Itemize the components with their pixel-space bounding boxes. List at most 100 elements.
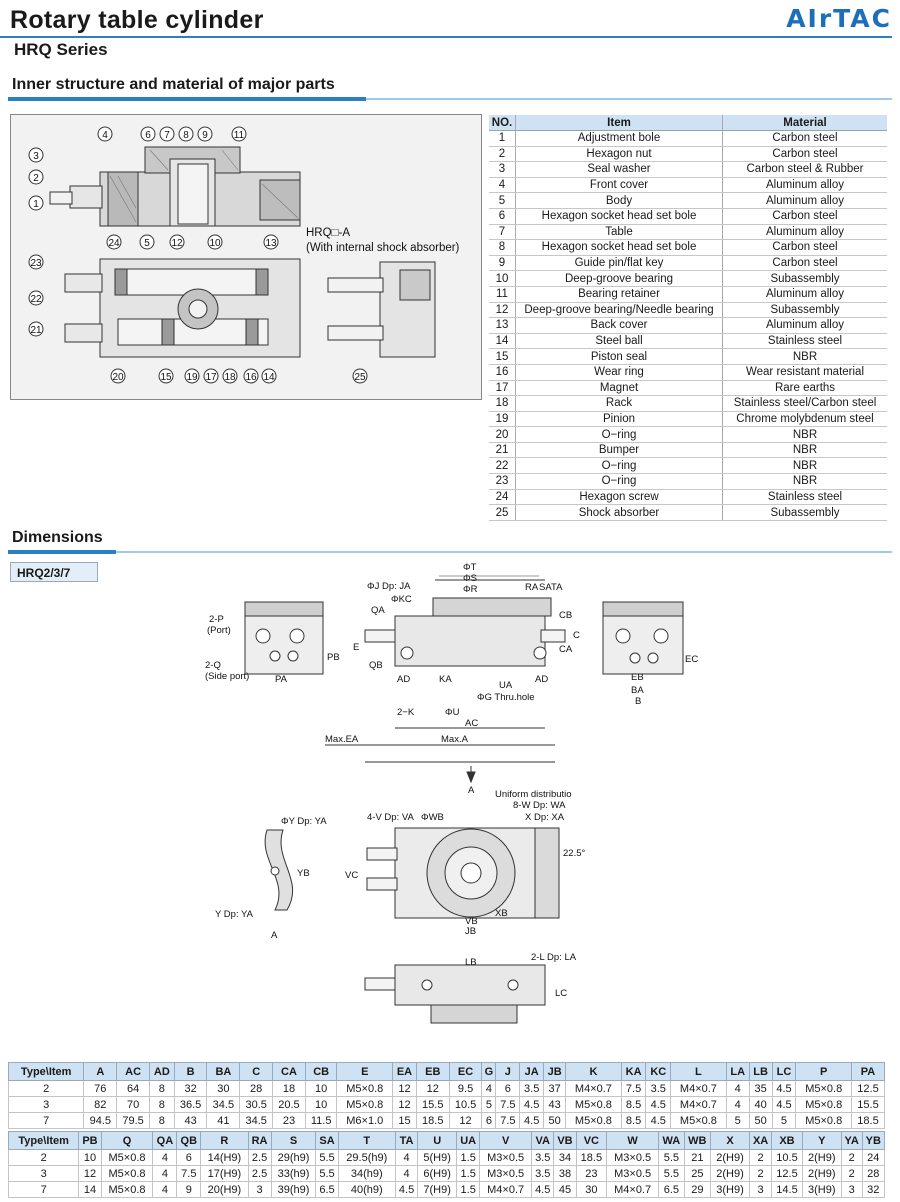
dims-cell: 8 xyxy=(148,1096,175,1113)
dims-cell: M5×0.8 xyxy=(795,1112,852,1129)
dims-cell: 2(H9) xyxy=(710,1165,750,1182)
cell-item: Guide pin/flat key xyxy=(515,255,723,272)
cell-item: O−ring xyxy=(515,457,723,475)
dims-cell: 23 xyxy=(575,1165,608,1182)
dims-cell: 4.5 xyxy=(771,1096,797,1113)
cell-item: Adjustment bole xyxy=(515,130,723,147)
dims-cell: 3(H9) xyxy=(801,1181,842,1198)
dims-cell: 18.5 xyxy=(415,1112,450,1129)
dims-cell: 20(H9) xyxy=(200,1181,249,1198)
cell-material: NBR xyxy=(722,426,887,443)
cell-item: Back cover xyxy=(515,317,723,334)
series-subtitle: HRQ Series xyxy=(14,40,108,59)
dims-cell: 4 xyxy=(152,1181,178,1198)
dims-cell: 24 xyxy=(861,1149,886,1166)
dims-cell: 7 xyxy=(7,1181,80,1198)
dims-cell: 4 xyxy=(394,1149,419,1166)
dims-header-cell: P xyxy=(795,1062,852,1081)
dims-cell: 29.5(h9) xyxy=(337,1149,396,1166)
dims-cell: 10 xyxy=(304,1096,338,1113)
cell-no: 25 xyxy=(489,504,516,521)
dims-header-cell: V xyxy=(479,1131,533,1150)
dims-cell: 12 xyxy=(415,1080,450,1097)
callout-6: 6 xyxy=(145,130,151,141)
dims-header-cell: LA xyxy=(725,1062,750,1081)
dims-cell: 18.5 xyxy=(575,1149,608,1166)
variant-note: (With internal shock absorber) xyxy=(306,242,460,254)
callout-9: 9 xyxy=(202,130,208,141)
dims-cell: M5×0.8 xyxy=(100,1149,154,1166)
dims-cell: 45 xyxy=(553,1181,577,1198)
dims-header-cell: LC xyxy=(771,1062,797,1081)
dims-cell: 2 xyxy=(748,1165,773,1182)
dims-cell: 64 xyxy=(116,1080,150,1097)
cell-item: Wear ring xyxy=(515,364,723,381)
dims-cell: 1.5 xyxy=(456,1149,481,1166)
dims-header-cell: AC xyxy=(116,1062,150,1081)
dims-header-cell: EC xyxy=(448,1062,483,1081)
dims-cell: M5×0.8 xyxy=(795,1080,852,1097)
cell-material: NBR xyxy=(722,473,887,490)
dims-header-cell: KA xyxy=(620,1062,647,1081)
callout-3: 3 xyxy=(33,151,39,162)
cell-material: Aluminum alloy xyxy=(722,177,887,194)
dims-cell: M4×0.7 xyxy=(565,1080,622,1097)
dims-cell: 6 xyxy=(481,1112,497,1129)
dims-header-cell: TA xyxy=(394,1131,419,1150)
label-side-port-note: (Side port) xyxy=(205,671,249,682)
dims-cell: 3.5 xyxy=(519,1080,545,1097)
cell-material: NBR xyxy=(722,348,887,365)
dims-cell: 7.5 xyxy=(176,1165,202,1182)
callout-4: 4 xyxy=(102,130,108,141)
cell-no: 8 xyxy=(489,239,516,256)
dims-cell: 29 xyxy=(683,1181,712,1198)
label-eb: EB xyxy=(631,672,644,683)
dims-cell: 12 xyxy=(78,1165,102,1182)
dims-cell: 5.5 xyxy=(315,1165,339,1182)
cell-material: Carbon steel xyxy=(722,208,887,225)
dimension-drawings: 2-P (Port) 2-Q (Side port) PA PB ΦT ΦS Φ… xyxy=(205,562,698,1024)
label-vb: VB xyxy=(465,916,478,927)
label-2l: 2-L Dp: LA xyxy=(531,952,577,963)
dims-cell: M4×0.7 xyxy=(670,1080,727,1097)
dims-cell: 28 xyxy=(861,1165,886,1182)
label-e: E xyxy=(353,642,359,653)
dims-cell: 25 xyxy=(683,1165,712,1182)
dims-header-cell: A xyxy=(83,1062,118,1081)
cell-material: Rare earths xyxy=(722,380,887,397)
dims-cell: 32 xyxy=(861,1181,886,1198)
dims-cell: 4.5 xyxy=(394,1181,419,1198)
cell-material: Aluminum alloy xyxy=(722,192,887,209)
dims-cell: M3×0.5 xyxy=(606,1149,660,1166)
dims-header-cell: C xyxy=(239,1062,274,1081)
dims-cell: 3 xyxy=(247,1181,272,1198)
label-ac: AC xyxy=(465,718,478,729)
variant-label: HRQ□-A xyxy=(306,227,350,239)
dims-header-cell: E xyxy=(336,1062,394,1081)
label-ba: BA xyxy=(631,685,644,696)
callout-14: 14 xyxy=(263,372,275,383)
header-divider xyxy=(0,36,892,38)
cell-item: Deep-groove bearing/Needle bearing xyxy=(515,302,723,319)
cell-no: 7 xyxy=(489,224,516,241)
cell-item: Hexagon socket head set bole xyxy=(515,239,723,256)
dims-cell: 30.5 xyxy=(239,1096,274,1113)
callout-17: 17 xyxy=(205,372,217,383)
section-heading-structure: Inner structure and material of major pa… xyxy=(12,76,335,93)
dims-cell: 40 xyxy=(748,1096,773,1113)
dims-cell: 11.5 xyxy=(304,1112,338,1129)
cell-no: 3 xyxy=(489,161,516,178)
callout-2: 2 xyxy=(33,173,39,184)
dims-cell: M5×0.8 xyxy=(565,1096,622,1113)
dims-cell: M5×0.8 xyxy=(795,1096,852,1113)
